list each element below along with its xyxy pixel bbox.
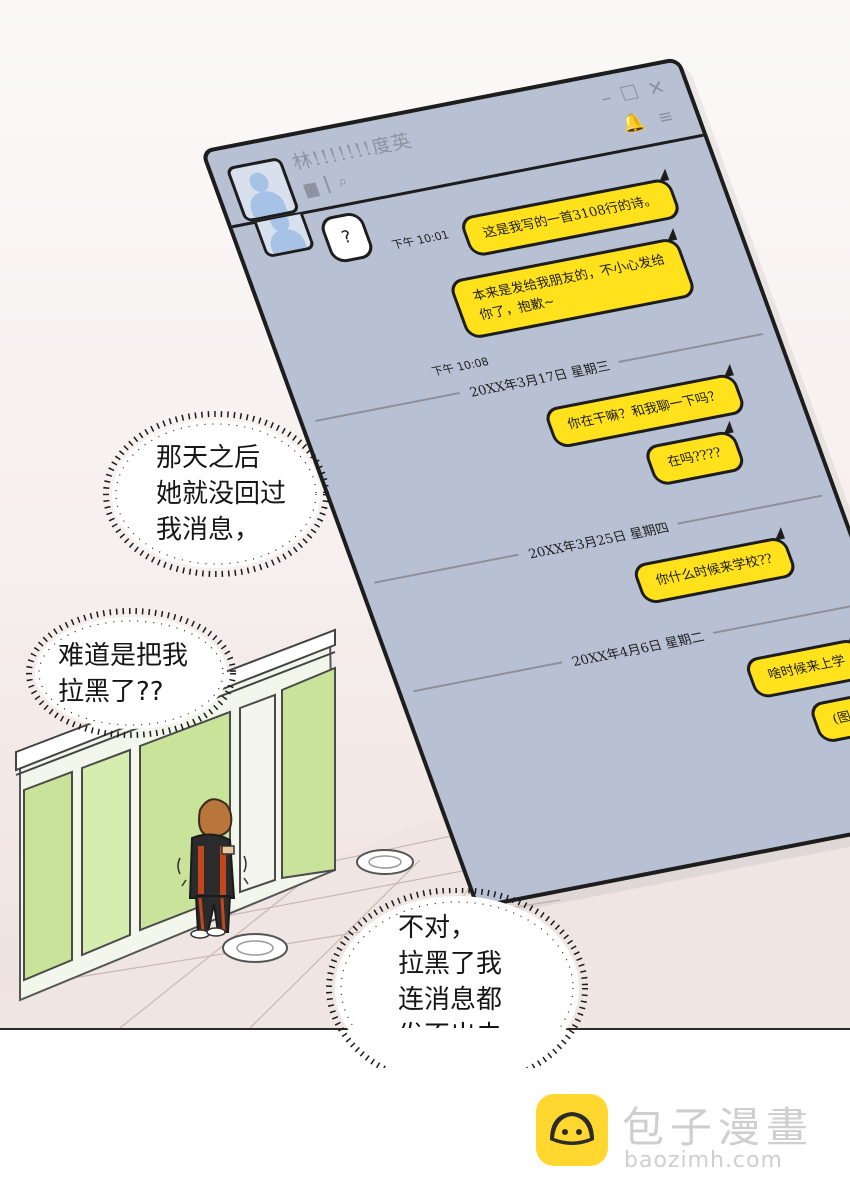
outgoing-message-bubble: 啥时候来上学 [742,637,850,700]
narration-text: 难道是把我 拉黑了?? [58,641,189,707]
speech-bubble: 难道是把我 拉黑了?? [24,606,238,740]
window-tools: 🔔 ≡ [619,106,677,136]
message-time: 下午 10:08 [430,355,491,379]
outgoing-message-bubble: 你什么时候来学校?? [630,535,799,606]
message-avatar[interactable] [253,213,316,259]
folder-icon[interactable]: ▆ [301,177,320,198]
watermark: 包子漫畫 baozimh.com [536,1092,836,1173]
close-icon[interactable]: ✕ [643,74,669,101]
menu-icon[interactable]: ≡ [654,105,677,129]
outgoing-message-bubble: (图片 [807,691,850,745]
window-controls: – ☐ ✕ [597,75,669,110]
bun-logo-icon [536,1094,608,1166]
speech-bubble: 不对， 拉黑了我 连消息都 发不出去。 [322,888,592,1028]
watermark-url: baozimh.com [624,1148,783,1173]
watermark-title: 包子漫畫 [622,1103,815,1152]
speech-burst-outline [336,1028,578,1068]
narration-text: 不对， 拉黑了我 连消息都 发不出去。 [398,913,528,1028]
message-time: 下午 10:01 [390,228,451,252]
speech-burst-outline [26,608,236,738]
speech-bubble-overflow [322,1028,592,1068]
comic-panel: – ☐ ✕ 🔔 ≡ 林!!!!!!!度英 ▆ ⌕ ? 下午 10:01 这是我写… [0,0,850,1030]
character-figure [188,798,236,939]
minimize-icon[interactable]: – [596,85,615,110]
header-icons: ▆ ⌕ [301,171,350,198]
speech-bubble: 那天之后 她就没回过 我消息， [100,408,332,580]
outgoing-message-bubble: 在吗???? [642,429,748,488]
bell-icon[interactable]: 🔔 [618,111,649,136]
maximize-icon[interactable]: ☐ [616,79,643,107]
search-icon[interactable]: ⌕ [334,170,351,191]
narration-text: 那天之后 她就没回过 我消息， [156,443,287,545]
contact-name: 林!!!!!!!度英 [289,130,416,174]
speech-burst-outline [103,411,329,577]
speech-burst-outline [326,888,588,1028]
incoming-message-bubble: ? [317,210,377,265]
contact-avatar[interactable] [225,156,301,223]
